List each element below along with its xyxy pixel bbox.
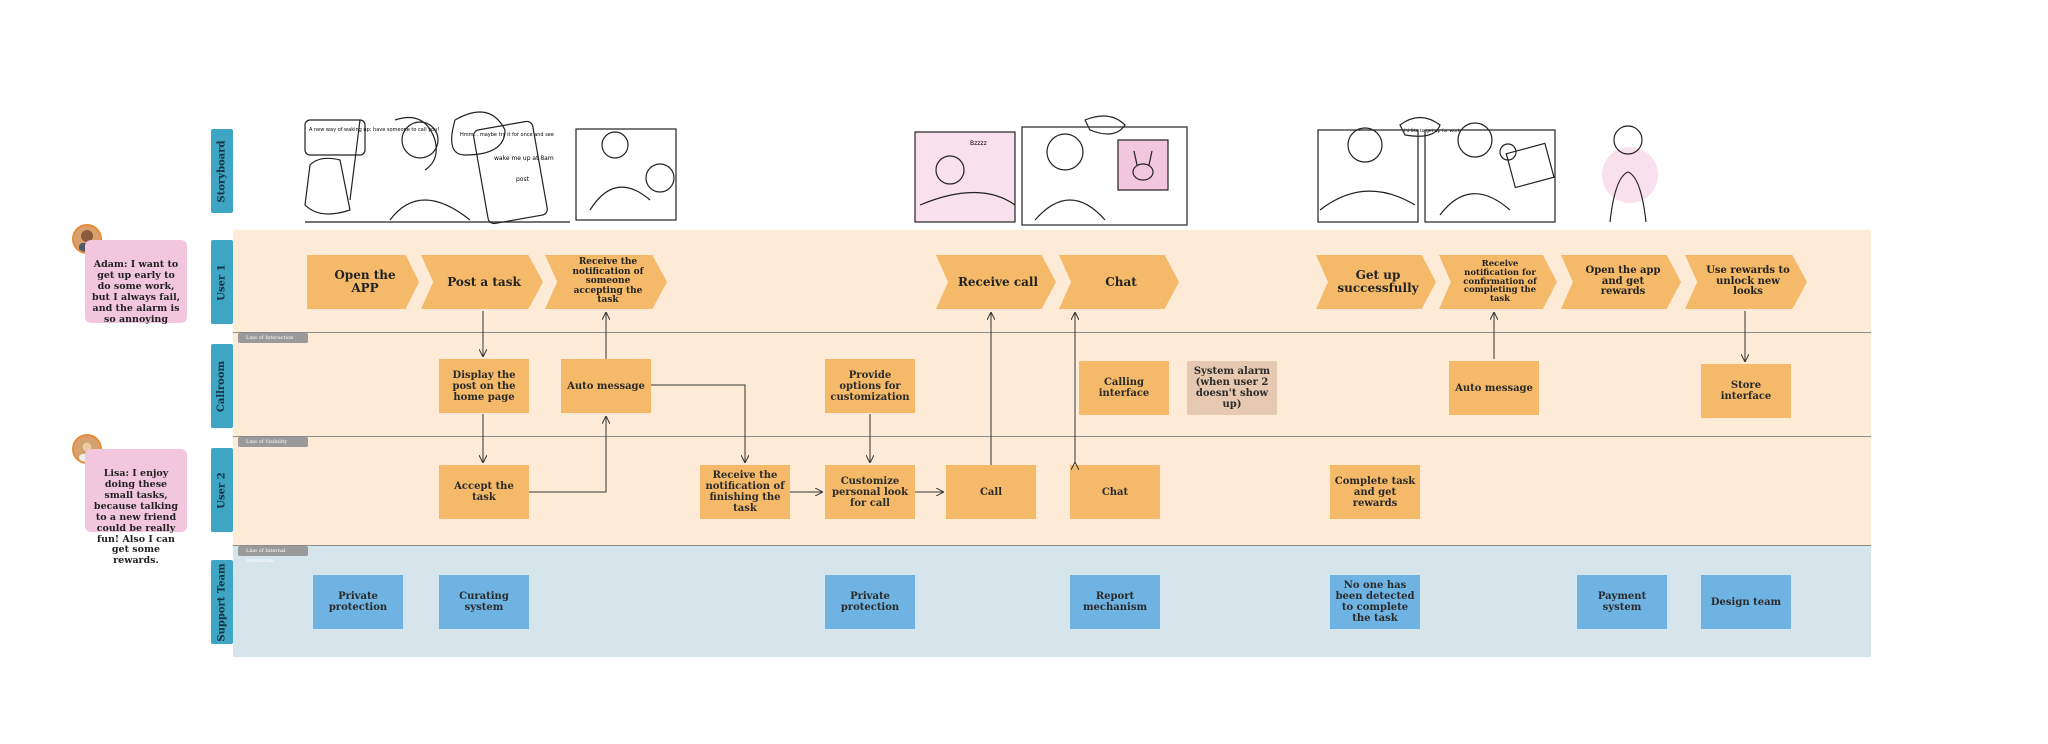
sketch-phone-note: wake me up at 8am: [494, 155, 554, 162]
line-of-internal-interaction-tag: Line of Internal Interaction: [238, 546, 308, 564]
callroom-system-alarm: System alarm (when user 2 doesn't show u…: [1187, 361, 1277, 415]
support-private-protection-2: Private protection: [825, 575, 915, 629]
user2-call: Call: [946, 465, 1036, 519]
user2-complete-task: Complete task and get rewards: [1330, 465, 1420, 519]
user1-step-completion-notification: Receive notification for confirmation of…: [1439, 255, 1557, 309]
user1-step-receive-call: Receive call: [936, 255, 1056, 309]
user1-step-unlock-looks: Use rewards to unlock new looks: [1685, 255, 1807, 309]
user1-step-get-up: Get up successfully: [1316, 255, 1436, 309]
support-curating-system: Curating system: [439, 575, 529, 629]
line-of-visibility: [233, 436, 1871, 437]
user1-step-open-app: Open the APP: [307, 255, 419, 309]
user2-accept-task: Accept the task: [439, 465, 529, 519]
line-of-internal-interaction: [233, 545, 1871, 546]
lane-label-storyboard: Storyboard: [211, 129, 233, 213]
lane-label-callroom: Callroom: [211, 344, 233, 428]
sketch-bubble-1: A new way of waking up: have someone to …: [309, 127, 439, 133]
user1-step-get-rewards: Open the app and get rewards: [1561, 255, 1681, 309]
line-of-interaction: [233, 332, 1871, 333]
line-of-interaction-tag: Line of Interaction: [238, 333, 308, 343]
user2-finish-notification: Receive the notification of finishing th…: [700, 465, 790, 519]
callroom-store-interface: Store interface: [1701, 364, 1791, 418]
support-payment-system: Payment system: [1577, 575, 1667, 629]
sketch-bubble-3: Bzzzz: [970, 140, 987, 147]
callroom-auto-message-1: Auto message: [561, 359, 651, 413]
sketch-bubble-4: I'd like to get up for work: [1404, 128, 1461, 134]
support-design-team: Design team: [1701, 575, 1791, 629]
lane-label-user2: User 2: [211, 448, 233, 532]
callroom-calling-interface: Calling interface: [1079, 361, 1169, 415]
user1-step-chat: Chat: [1059, 255, 1179, 309]
callroom-customization-options: Provide options for customization: [825, 359, 915, 413]
adam-quote: Adam: I want to get up early to do some …: [85, 240, 187, 325]
sketch-phone-button: post: [516, 176, 530, 183]
callroom-display-post: Display the post on the home page: [439, 359, 529, 413]
support-no-one-detected: No one has been detected to complete the…: [1330, 575, 1420, 629]
arrow-automsg-to-finish: [651, 384, 745, 462]
lane-label-user1: User 1: [211, 240, 233, 324]
user2-customize-look: Customize personal look for call: [825, 465, 915, 519]
support-private-protection-1: Private protection: [313, 575, 403, 629]
callroom-auto-message-2: Auto message: [1449, 361, 1539, 415]
user1-step-receive-accept-notification: Receive the notification of someone acce…: [545, 255, 667, 309]
line-of-visibility-tag: Line of Visibility: [238, 437, 308, 447]
user1-step-post-task: Post a task: [421, 255, 543, 309]
arrow-accept-to-automsg: [529, 417, 606, 493]
user2-chat: Chat: [1070, 465, 1160, 519]
lane-label-support: Support Team: [211, 560, 233, 644]
support-report-mechanism: Report mechanism: [1070, 575, 1160, 629]
lisa-quote: Lisa: I enjoy doing these small tasks, b…: [85, 449, 187, 566]
sketch-bubble-2: Hmm... maybe try it for once and see: [460, 132, 554, 138]
storyboard-sketches: A new way of waking up: have someone to …: [304, 111, 1658, 226]
